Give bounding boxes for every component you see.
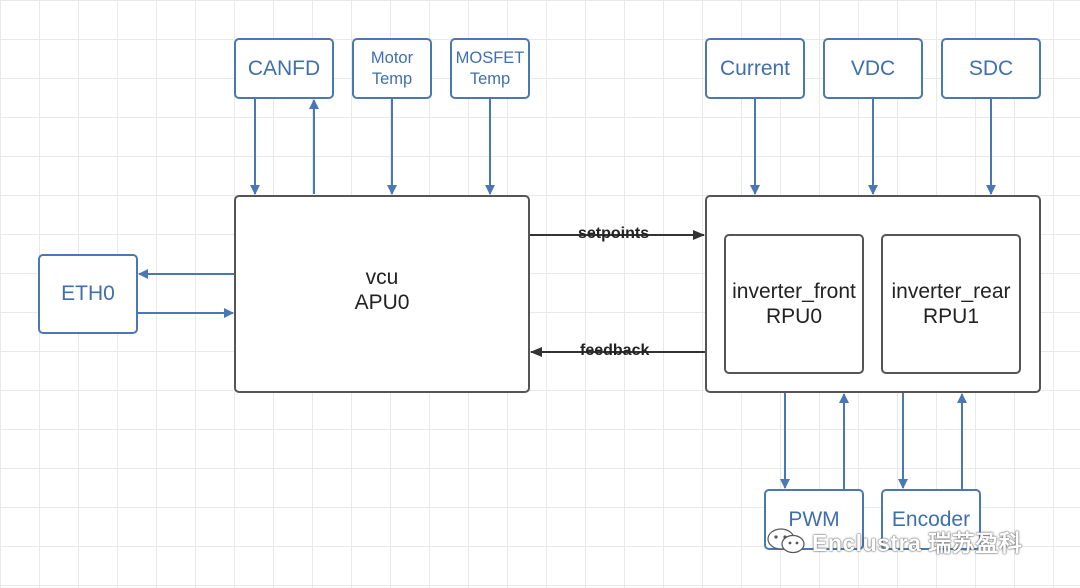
current-label: Current bbox=[719, 56, 791, 80]
inverter-rear-name: inverter_rear bbox=[891, 279, 1011, 303]
mosfet-temp-label-line1: MOSFET bbox=[455, 48, 525, 67]
eth0-label: ETH0 bbox=[61, 282, 115, 306]
inverter-rear-block: inverter_rear RPU1 bbox=[881, 234, 1021, 374]
eth0-box: ETH0 bbox=[38, 254, 138, 334]
setpoints-label: setpoints bbox=[578, 225, 650, 242]
watermark-text: Enclustra 瑞苏盈科 bbox=[812, 530, 1023, 556]
current-box: Current bbox=[705, 38, 805, 99]
pwm-label: PWM bbox=[788, 507, 840, 531]
encoder-label: Encoder bbox=[891, 507, 971, 531]
motor-temp-label-line1: Motor bbox=[370, 48, 414, 67]
sdc-box: SDC bbox=[941, 38, 1041, 99]
vdc-box: VDC bbox=[823, 38, 923, 99]
canfd-box: CANFD bbox=[234, 38, 334, 99]
vcu-block: vcu APU0 bbox=[234, 195, 530, 393]
vcu-name: vcu bbox=[365, 266, 399, 289]
sdc-label: SDC bbox=[968, 56, 1014, 80]
mosfet-temp-label-line2: Temp bbox=[469, 69, 511, 88]
vdc-label: VDC bbox=[850, 56, 896, 80]
vcu-core: APU0 bbox=[354, 291, 410, 315]
motor-temp-label-line2: Temp bbox=[371, 69, 413, 88]
canfd-label: CANFD bbox=[247, 56, 321, 80]
inverter-front-core: RPU0 bbox=[765, 305, 823, 328]
inverter-front-block: inverter_front RPU0 bbox=[724, 234, 864, 374]
motor-temp-box: Motor Temp bbox=[352, 38, 432, 99]
inverter-rear-core: RPU1 bbox=[922, 305, 980, 328]
watermark: Enclustra 瑞苏盈科 bbox=[766, 524, 1022, 558]
mosfet-temp-box: MOSFET Temp bbox=[450, 38, 530, 99]
wechat-icon bbox=[767, 528, 805, 554]
inverter-front-name: inverter_front bbox=[732, 279, 856, 303]
encoder-box: Encoder bbox=[881, 489, 981, 550]
feedback-label: feedback bbox=[580, 342, 650, 359]
